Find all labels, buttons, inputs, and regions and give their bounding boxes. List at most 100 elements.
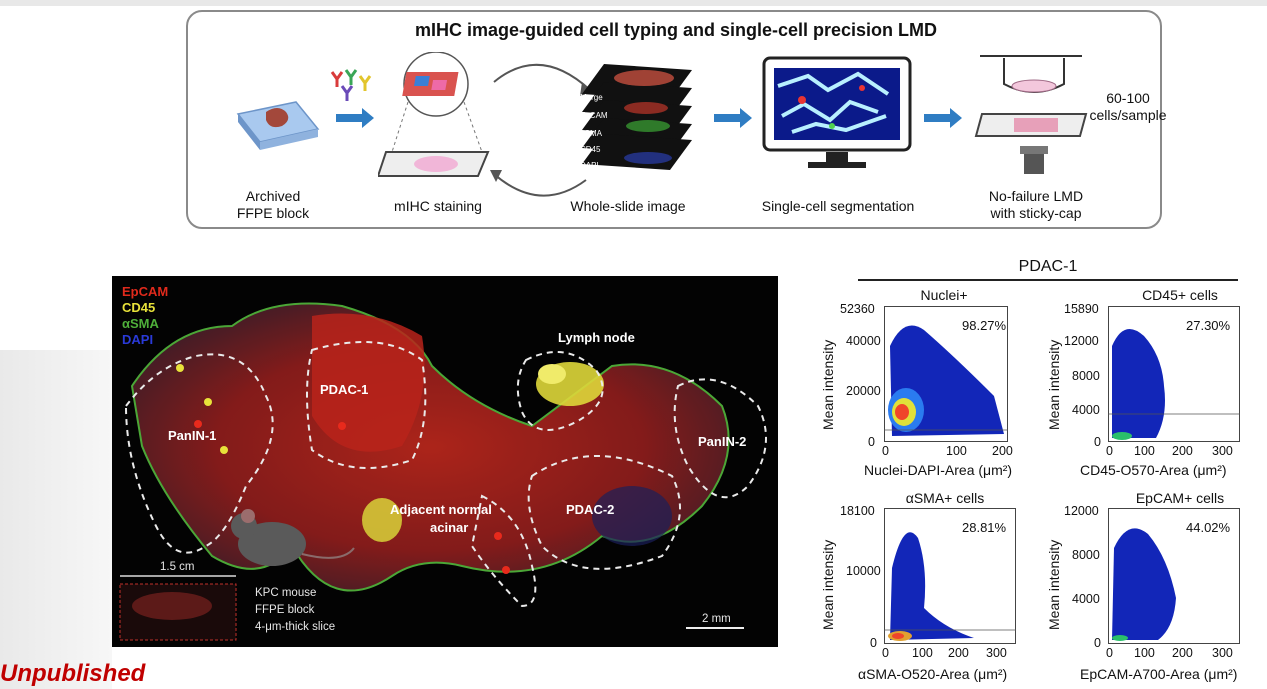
ytick: 12000 — [1064, 334, 1099, 348]
layer-label-cd45: CD45 — [580, 145, 601, 154]
region-label-pdac1: PDAC-1 — [320, 382, 368, 397]
scatter-plot-epcam — [1108, 508, 1240, 644]
plots-group-title: PDAC-1 — [1018, 258, 1078, 275]
lmd-icon — [974, 55, 1088, 174]
ytick: 15890 — [1064, 302, 1099, 316]
top-edge — [0, 0, 1267, 6]
region-outline-lymph-node — [516, 351, 604, 431]
mouse-caption-3: 4-μm-thick slice — [255, 621, 335, 633]
xtick: 100 — [912, 646, 933, 660]
mouse-icon — [231, 509, 355, 566]
xtick: 200 — [948, 646, 969, 660]
ylabel: Mean intensity — [1046, 539, 1062, 630]
xtick: 300 — [1212, 444, 1233, 458]
xtick: 200 — [1172, 646, 1193, 660]
xtick: 200 — [992, 444, 1013, 458]
legend-cd45: CD45 — [122, 300, 156, 315]
left-shading — [0, 350, 112, 689]
scatter-plot-cd45 — [1108, 306, 1240, 442]
region-outline-panin2 — [673, 378, 767, 499]
layer-label-epcam: EpCAM — [580, 111, 608, 120]
xtick: 100 — [1134, 444, 1155, 458]
panel-title-nuclei: Nuclei+ — [920, 287, 968, 303]
ytick: 8000 — [1072, 369, 1100, 383]
ytick: 8000 — [1072, 548, 1100, 562]
panel-percent-cd45: 27.30% — [1186, 318, 1231, 333]
ytick: 52360 — [840, 302, 875, 316]
inset-scale-label: 1.5 cm — [160, 561, 195, 573]
image-stack-icon — [582, 64, 692, 170]
step-label-lmd: No-failure LMD with sticky-cap — [988, 188, 1084, 221]
panel-percent-nuclei: 98.27% — [962, 318, 1007, 333]
panel-title-cd45: CD45+ cells — [1142, 287, 1218, 303]
ytick: 0 — [870, 636, 877, 650]
mouse-caption-2: FFPE block — [255, 604, 315, 616]
step-label-wsi: Whole-slide image — [570, 198, 686, 214]
xtick: 200 — [1172, 444, 1193, 458]
ylabel: Mean intensity — [820, 539, 836, 630]
xlabel-cd45: CD45-O570-Area (μm²) — [1080, 462, 1227, 478]
panel-title-asma: αSMA+ cells — [905, 490, 985, 506]
group-rule — [858, 279, 1238, 281]
layer-label-dapi: DAPI — [580, 161, 599, 170]
region-label-panin1: PanIN-1 — [168, 428, 216, 443]
region-label-adjacent: Adjacent normal — [390, 502, 492, 517]
scatter-plot-asma — [884, 508, 1016, 644]
channel-legend: EpCAM CD45 αSMA DAPI — [122, 284, 168, 348]
scale-bar-label: 2 mm — [702, 613, 731, 625]
ffpe-block-icon — [236, 101, 320, 150]
ylabel: Mean intensity — [1046, 339, 1062, 430]
ytick: 4000 — [1072, 592, 1100, 606]
step-label-ffpe: Archived FFPE block — [236, 188, 310, 221]
mihc-staining-icon — [378, 52, 490, 177]
region-label-acinar: acinar — [430, 520, 468, 535]
ylabel: Mean intensity — [820, 339, 836, 430]
layer-label-asma: αSMA — [580, 129, 603, 138]
xtick: 300 — [1212, 646, 1233, 660]
region-label-lymph-node: Lymph node — [558, 330, 635, 345]
yield-label: 60-100 cells/sample — [1089, 90, 1167, 123]
panel-percent-epcam: 44.02% — [1186, 520, 1231, 535]
tissue-image: PDAC-1 PanIN-1 Lymph node PanIN-2 PDAC-2… — [119, 302, 767, 641]
region-outline-pdac2 — [527, 455, 681, 570]
xtick: 100 — [946, 444, 967, 458]
antibody-icon — [330, 69, 372, 101]
step-label-segmentation: Single-cell segmentation — [761, 198, 915, 214]
ytick: 20000 — [846, 384, 881, 398]
xtick: 0 — [1106, 444, 1113, 458]
arrow-icon — [924, 108, 962, 128]
workflow-title: mIHC image-guided cell typing and single… — [414, 20, 938, 40]
arrow-icon — [714, 108, 752, 128]
layer-label-merge: Merge — [580, 93, 603, 102]
ytick: 0 — [1094, 435, 1101, 449]
ytick: 0 — [1094, 636, 1101, 650]
region-outline-panin1 — [124, 353, 274, 554]
arrow-icon — [336, 108, 374, 128]
region-label-pdac2: PDAC-2 — [566, 502, 614, 517]
xtick: 0 — [1106, 646, 1113, 660]
ytick: 40000 — [846, 334, 881, 348]
ytick: 10000 — [846, 564, 881, 578]
monitor-icon — [762, 56, 912, 168]
xlabel-nuclei: Nuclei-DAPI-Area (μm²) — [864, 462, 1013, 478]
ytick: 18100 — [840, 504, 875, 518]
unpublished-watermark: Unpublished — [0, 660, 146, 687]
layer-labels: Merge EpCAM αSMA CD45 DAPI — [580, 93, 608, 170]
ytick: 12000 — [1064, 504, 1099, 518]
xlabel-asma: αSMA-O520-Area (μm²) — [858, 666, 1008, 682]
panel-percent-asma: 28.81% — [962, 520, 1007, 535]
legend-asma: αSMA — [122, 316, 159, 331]
ytick: 0 — [868, 435, 875, 449]
xtick: 0 — [882, 646, 889, 660]
xtick: 300 — [986, 646, 1007, 660]
tissue-micrograph: PDAC-1 PanIN-1 Lymph node PanIN-2 PDAC-2… — [112, 276, 778, 647]
ytick: 4000 — [1072, 403, 1100, 417]
step-label-mihc: mIHC staining — [394, 198, 482, 214]
xtick: 0 — [882, 444, 889, 458]
xtick: 100 — [1134, 646, 1155, 660]
mouse-caption-1: KPC mouse — [255, 587, 316, 599]
scatter-plot-nuclei — [884, 306, 1008, 442]
panel-title-epcam: EpCAM+ cells — [1135, 490, 1225, 506]
region-label-panin2: PanIN-2 — [698, 434, 746, 449]
legend-dapi: DAPI — [122, 332, 154, 347]
